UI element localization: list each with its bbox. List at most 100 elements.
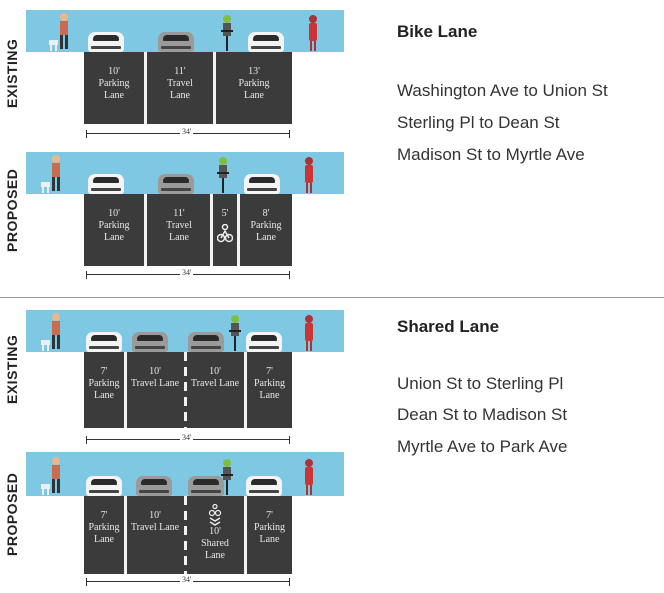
pedestrian-with-dog-icon <box>41 457 60 495</box>
lane-stripe <box>124 352 127 428</box>
pedestrian-with-dog-icon <box>49 13 68 51</box>
gray-car-icon <box>132 332 168 352</box>
pedestrian-icon <box>305 315 313 351</box>
sky-band <box>26 310 344 352</box>
bike-lane: 5' <box>213 194 237 266</box>
street-segment: Myrtle Ave to Park Ave <box>397 437 568 456</box>
lane-size: 5' <box>221 208 229 219</box>
lane: 7' Parking Lane <box>84 496 124 574</box>
width-label: 34' <box>180 575 194 584</box>
roadway: 10' Parking Lane 11' Travel Lane 13' Par… <box>84 52 292 124</box>
street-segment: Washington Ave to Union St <box>397 81 608 100</box>
lane-center-line <box>184 352 187 428</box>
white-car-icon <box>248 32 284 52</box>
street-segment: Madison St to Myrtle Ave <box>397 145 585 164</box>
street-segment: Union St to Sterling Pl <box>397 374 564 393</box>
gray-car-icon <box>188 332 224 352</box>
lane-size: 7' <box>100 366 108 377</box>
lane: 7' Parking Lane <box>247 496 292 574</box>
lane-size: 10' <box>149 510 161 521</box>
lane-stripe <box>237 194 240 266</box>
pedestrian-with-dog-icon <box>41 155 60 193</box>
lane-name: Lane <box>205 550 225 561</box>
pedestrian-icon <box>305 157 313 193</box>
shared-lane: 10' Shared Lane <box>187 496 243 574</box>
lane-size: 11' <box>174 66 186 77</box>
lane: 7' Parking Lane <box>84 352 124 428</box>
cyclist-icon <box>221 459 233 495</box>
lane-name: Travel Lane <box>130 522 180 533</box>
pedestrian-icon <box>305 459 313 495</box>
section-divider <box>0 297 664 298</box>
lane-name: Lane <box>170 90 190 101</box>
cyclist-icon <box>221 15 233 51</box>
lane: 10' Parking Lane <box>84 194 144 266</box>
lane-name: Shared <box>201 538 229 549</box>
lane-name: Lane <box>104 90 124 101</box>
lane: 13' Parking Lane <box>216 52 292 124</box>
roadway: 7' Parking Lane 10' Travel Lane 10' Shar… <box>84 496 292 574</box>
existing-label: EXISTING <box>4 38 20 108</box>
lane-stripe <box>213 52 216 124</box>
lane-size: 13' <box>248 66 260 77</box>
proposed-label: PROPOSED <box>4 472 20 556</box>
lane-stripe <box>244 352 247 428</box>
lane-name: Parking <box>88 522 120 533</box>
lane-stripe <box>144 194 147 266</box>
white-car-icon <box>88 174 124 194</box>
roadway: 10' Parking Lane 11' Travel Lane 5' 8' P… <box>84 194 292 266</box>
gray-car-icon <box>188 476 224 496</box>
lane-name: Travel Lane <box>130 378 180 389</box>
lane-center-line <box>184 496 187 574</box>
sky-band <box>26 452 344 496</box>
white-car-icon <box>86 476 122 496</box>
lane-name: Parking <box>253 378 286 389</box>
lane-size: 7' <box>266 366 273 377</box>
width-label: 34' <box>180 127 194 136</box>
lane-name: Parking <box>238 78 270 89</box>
section-heading: Bike Lane <box>397 22 478 41</box>
lane-size: 7' <box>100 510 108 521</box>
lane-name: Travel <box>166 220 192 231</box>
gray-car-icon <box>158 32 194 52</box>
street-segment: Dean St to Madison St <box>397 405 568 424</box>
lane-size: 8' <box>262 208 270 219</box>
lane-name: Parking <box>98 220 130 231</box>
cyclist-icon <box>229 315 241 351</box>
lane-size: 7' <box>266 510 273 521</box>
lane-name: Lane <box>169 232 189 243</box>
lane-size: 10' <box>108 66 120 77</box>
lane-size: 10' <box>209 526 221 537</box>
lane-stripe <box>210 194 213 266</box>
lane-name: Lane <box>94 390 114 401</box>
lane-name: Lane <box>104 232 124 243</box>
width-label: 34' <box>180 433 194 442</box>
lane-name: Lane <box>256 232 276 243</box>
pedestrian-with-dog-icon <box>41 313 60 351</box>
lane-name: Travel Lane <box>190 378 240 389</box>
white-car-icon <box>246 476 282 496</box>
street-segment: Sterling Pl to Dean St <box>397 113 560 132</box>
lane: 10' Travel Lane <box>187 352 243 428</box>
lane-name: Lane <box>259 534 280 545</box>
existing-label: EXISTING <box>4 334 20 404</box>
sharrow-icon <box>208 504 222 526</box>
lane-stripe <box>124 496 127 574</box>
cyclist-icon <box>217 157 229 193</box>
gray-car-icon <box>158 174 194 194</box>
gray-car-icon <box>136 476 172 496</box>
lane-size: 10' <box>209 366 221 377</box>
roadway: 7' Parking Lane 10' Travel Lane 10' Trav… <box>84 352 292 428</box>
lane-size: 10' <box>149 366 161 377</box>
lane-name: Parking <box>250 220 282 231</box>
width-label: 34' <box>180 268 194 277</box>
lane-name: Travel <box>167 78 193 89</box>
lane-name: Lane <box>259 390 280 401</box>
white-car-icon <box>86 332 122 352</box>
lane-size: 11' <box>173 208 185 219</box>
white-car-icon <box>246 332 282 352</box>
lane-stripe <box>144 52 147 124</box>
section-heading: Shared Lane <box>397 317 500 336</box>
white-car-icon <box>244 174 280 194</box>
lane-name: Lane <box>94 534 114 545</box>
